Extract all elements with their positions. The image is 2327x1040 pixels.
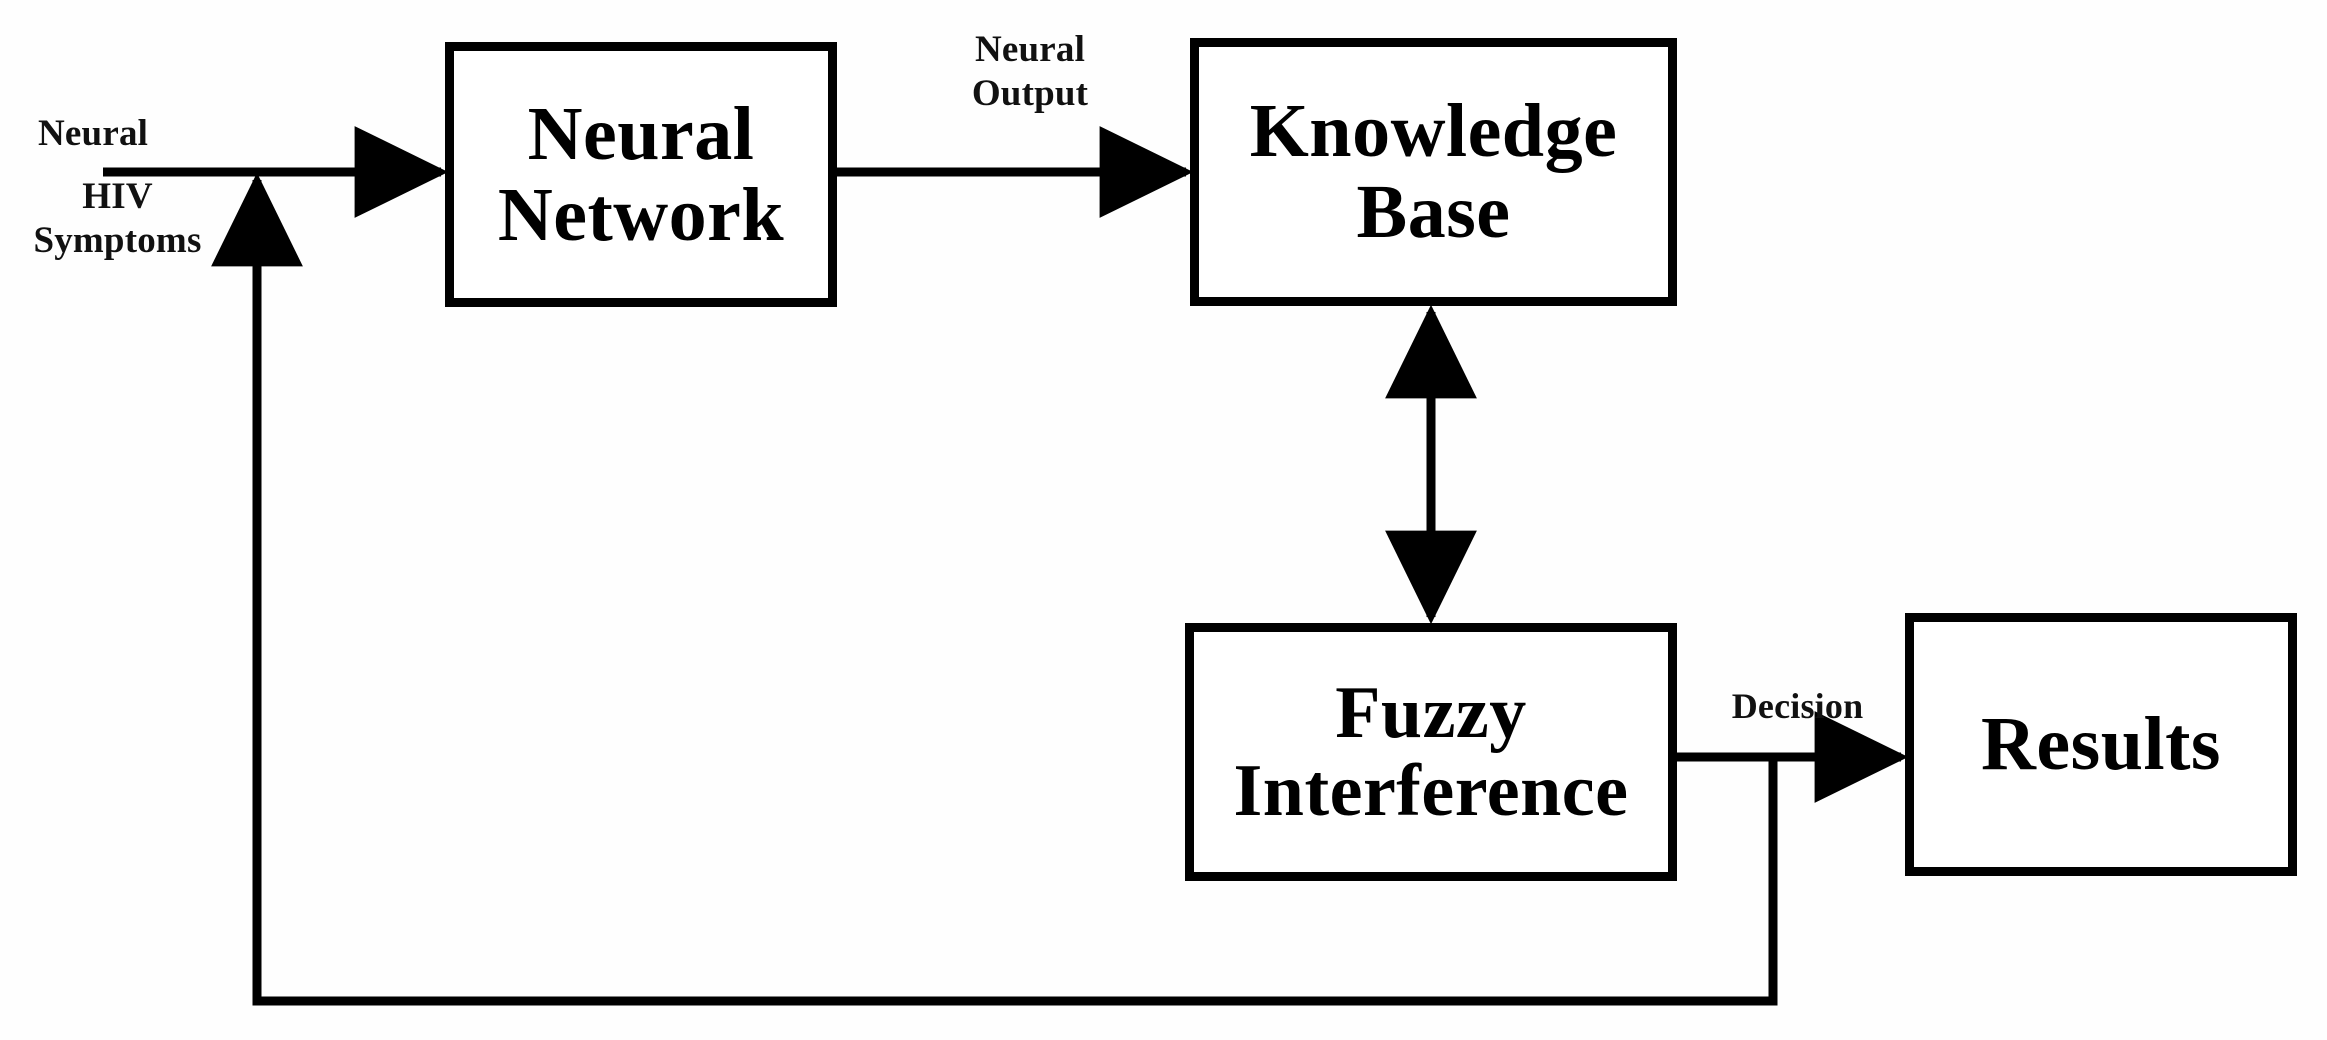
node-results[interactable]: Results bbox=[1905, 613, 2297, 876]
node-fuzzy-interference[interactable]: Fuzzy Interference bbox=[1185, 623, 1677, 881]
edge-label-decision: Decision bbox=[1731, 686, 1864, 726]
node-results-label: Results bbox=[1981, 702, 2221, 787]
edge-label-neural-input: Neural bbox=[38, 113, 149, 154]
connector-feedback-loop bbox=[211, 172, 1778, 1006]
node-neural-network[interactable]: Neural Network bbox=[445, 42, 837, 307]
node-neural-network-label: Neural Network bbox=[497, 91, 785, 257]
node-fuzzy-interference-label: Fuzzy Interference bbox=[1233, 671, 1629, 832]
node-knowledge-base[interactable]: Knowledge Base bbox=[1190, 38, 1677, 306]
node-knowledge-base-label: Knowledge Base bbox=[1249, 89, 1618, 254]
edge-label-neural-output: Neural Output bbox=[971, 29, 1089, 114]
edge-label-hiv-symptoms: HIV Symptoms bbox=[33, 176, 202, 261]
